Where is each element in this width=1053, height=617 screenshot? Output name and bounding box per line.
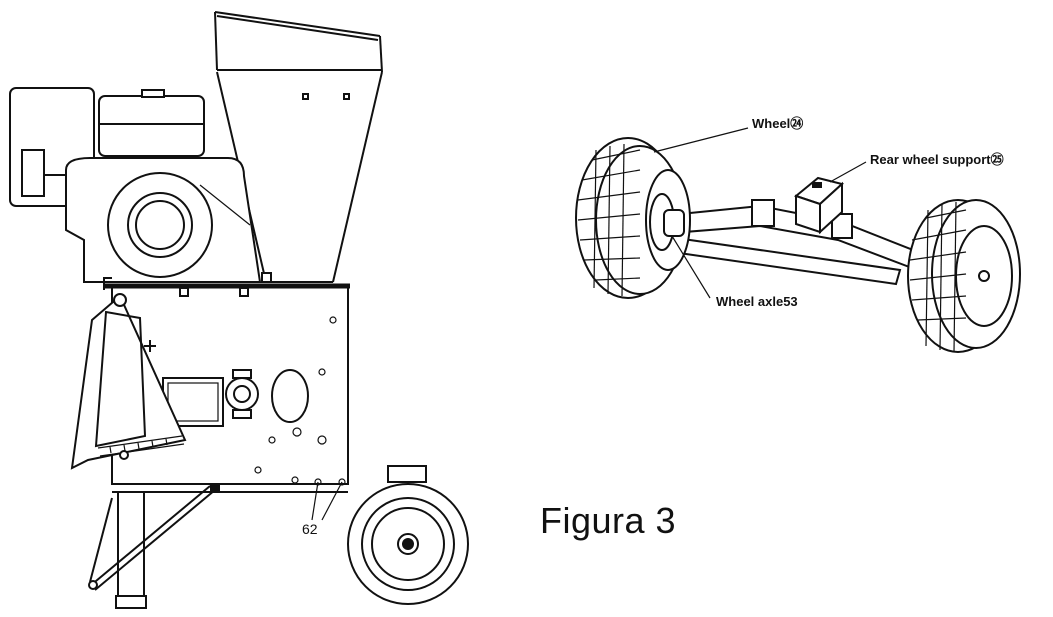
wheel-label: Wheel㉔ — [752, 116, 803, 131]
left-wheel — [575, 137, 691, 299]
wheel-axle-assembly-icon: Wheel㉔ Rear wheel support㉕ Wheel axle53 — [575, 116, 1021, 353]
engine — [9, 87, 272, 283]
rear-wheel-support-label: Rear wheel support㉕ — [870, 152, 1004, 167]
discharge-chute — [70, 293, 187, 470]
legs — [88, 485, 216, 609]
chipper-machine-icon: 62 — [9, 11, 383, 609]
wheel-axle-label: Wheel axle53 — [716, 294, 798, 309]
right-wheel — [907, 199, 1021, 353]
part-label-62: 62 — [302, 521, 318, 537]
loose-wheel-icon — [347, 465, 469, 605]
figure-caption: Figura 3 — [540, 500, 677, 541]
